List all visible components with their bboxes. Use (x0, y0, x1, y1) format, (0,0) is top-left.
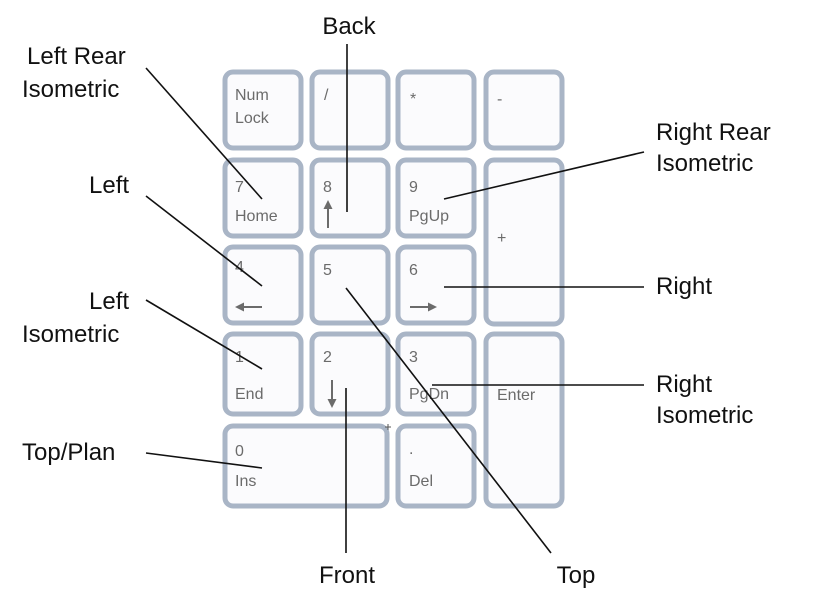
key-4-num: 4 (235, 259, 244, 276)
label-left-rear-isometric-line1: Left Rear (27, 43, 126, 70)
label-right-isometric-line1: Right (656, 371, 712, 398)
key-4[interactable]: 4 (222, 244, 304, 326)
key-minus[interactable]: - (483, 69, 565, 151)
key-7-num: 7 (235, 179, 244, 196)
leader-left-isometric (145, 299, 263, 370)
key-decimal-label: Del (409, 473, 433, 490)
leader-lines (145, 44, 645, 554)
key-8-num: 8 (323, 179, 332, 196)
label-back: Back (322, 13, 376, 40)
key-1-label: End (235, 386, 263, 403)
key-multiply-label: * (410, 91, 416, 108)
key-2[interactable]: 2 (309, 331, 391, 417)
label-right: Right (656, 273, 712, 300)
key-1-num: 1 (235, 349, 244, 366)
key-1[interactable]: 1 End (222, 331, 304, 417)
key-divide-label: / (324, 87, 329, 104)
key-minus-label: - (497, 91, 502, 108)
label-front: Front (319, 562, 375, 589)
key-enter[interactable]: Enter (483, 331, 565, 509)
key-multiply[interactable]: * (395, 69, 477, 151)
key-3[interactable]: 3 PgDn (395, 331, 477, 417)
key-decimal[interactable]: . Del (395, 423, 477, 509)
key-6-num: 6 (409, 262, 418, 279)
key-plus[interactable]: + (483, 157, 565, 327)
key-9-num: 9 (409, 179, 418, 196)
leader-top (345, 287, 552, 554)
leader-left-rear-isometric (145, 67, 263, 200)
key-0-label: Ins (235, 473, 256, 490)
key-7-label: Home (235, 208, 278, 225)
label-top: Top (557, 562, 596, 589)
right-arrow-icon (410, 302, 437, 312)
key-numlock[interactable]: Num Lock (222, 69, 304, 151)
label-top-plan: Top/Plan (22, 439, 115, 466)
label-left-isometric-line2: Isometric (22, 321, 119, 348)
key-plus-label: + (497, 230, 506, 247)
up-arrow-icon (323, 200, 333, 228)
key-6[interactable]: 6 (395, 244, 477, 326)
key-decimal-num: . (409, 441, 413, 458)
label-left-rear-isometric-line2: Isometric (22, 76, 119, 103)
leader-left (145, 195, 263, 287)
key-2-num: 2 (323, 349, 332, 366)
key-5-num: 5 (323, 262, 332, 279)
left-arrow-icon (235, 302, 262, 312)
key-9-label: PgUp (409, 208, 449, 225)
key-0-num: 0 (235, 443, 244, 460)
key-3-num: 3 (409, 349, 418, 366)
key-numlock-line1: Num (235, 87, 269, 104)
label-left: Left (89, 172, 129, 199)
leader-top-plan (145, 452, 263, 469)
label-right-rear-isometric-line1: Right Rear (656, 119, 771, 146)
key-enter-label: Enter (497, 387, 536, 404)
down-arrow-icon (327, 380, 337, 408)
key-9[interactable]: 9 PgUp (395, 157, 477, 239)
label-left-isometric-line1: Left (89, 288, 129, 315)
key-5[interactable]: 5 (309, 244, 391, 326)
label-right-rear-isometric-line2: Isometric (656, 150, 753, 177)
numpad: Num Lock / * - 7 Home 8 (222, 69, 565, 509)
leader-right-rear-isometric (443, 151, 645, 200)
crosshair-mark (385, 424, 391, 430)
key-divide[interactable]: / (309, 69, 391, 151)
callouts: Back Left Rear Isometric Right Rear Isom… (22, 13, 771, 589)
key-numlock-line2: Lock (235, 110, 270, 127)
label-right-isometric-line2: Isometric (656, 402, 753, 429)
key-8[interactable]: 8 (309, 157, 391, 239)
key-7[interactable]: 7 Home (222, 157, 304, 239)
